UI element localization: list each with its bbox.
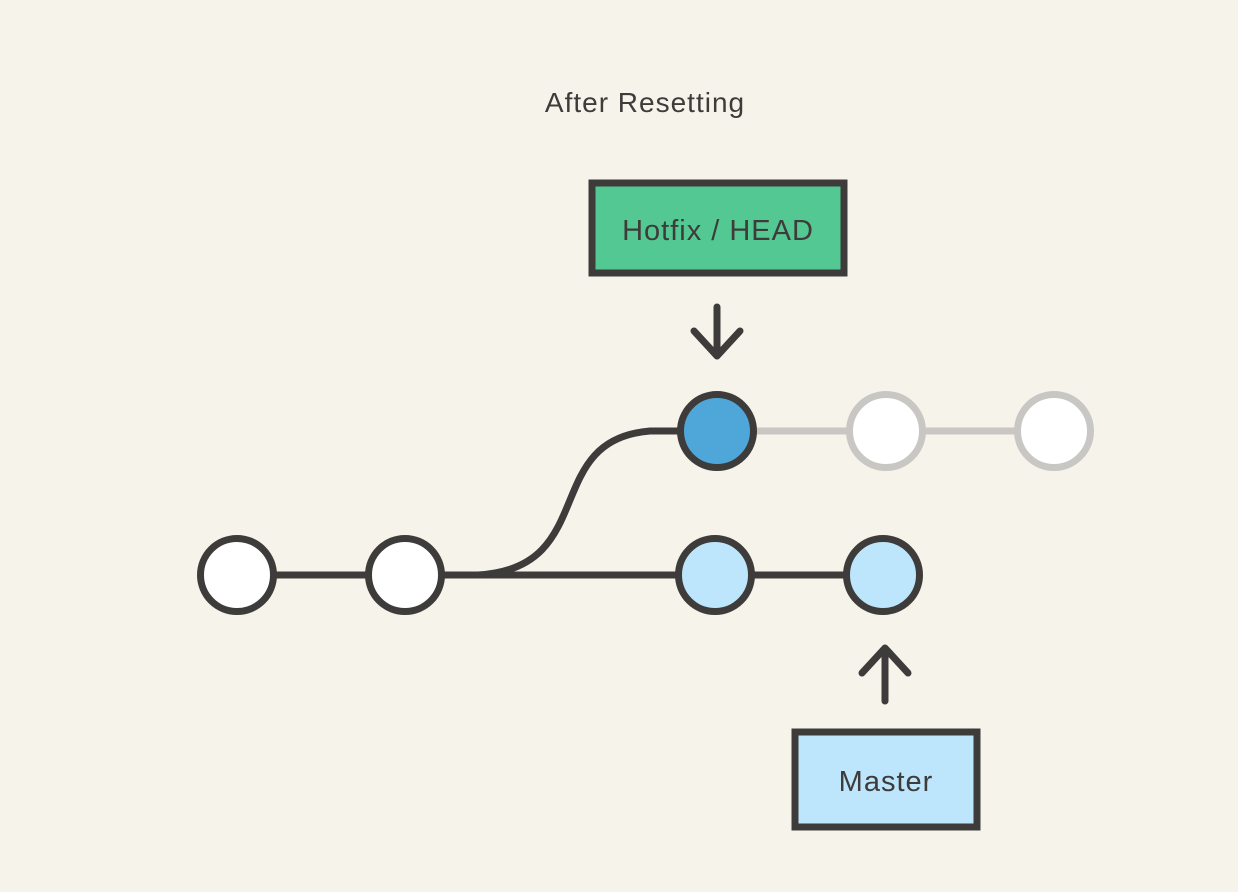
commit-node-7-orphaned bbox=[1014, 391, 1094, 471]
diagram-title: After Resetting bbox=[545, 87, 745, 118]
edge-hotfix-branch-curve bbox=[474, 427, 721, 579]
commit-node-3 bbox=[675, 535, 755, 615]
commit-node-2 bbox=[365, 535, 445, 615]
master-tag-box bbox=[791, 728, 981, 831]
commit-node-5-hotfix-head bbox=[677, 391, 757, 471]
commit-node-6-orphaned bbox=[846, 391, 926, 471]
master-tag-label: Master bbox=[839, 766, 934, 798]
arrow-up-icon bbox=[858, 644, 912, 705]
arrow-down-icon bbox=[690, 303, 744, 360]
hotfix-head-tag-label: Hotfix / HEAD bbox=[622, 215, 814, 247]
hotfix-head-tag-box bbox=[588, 179, 848, 277]
commit-node-4-master-head bbox=[843, 535, 923, 615]
commit-node-1 bbox=[197, 535, 277, 615]
